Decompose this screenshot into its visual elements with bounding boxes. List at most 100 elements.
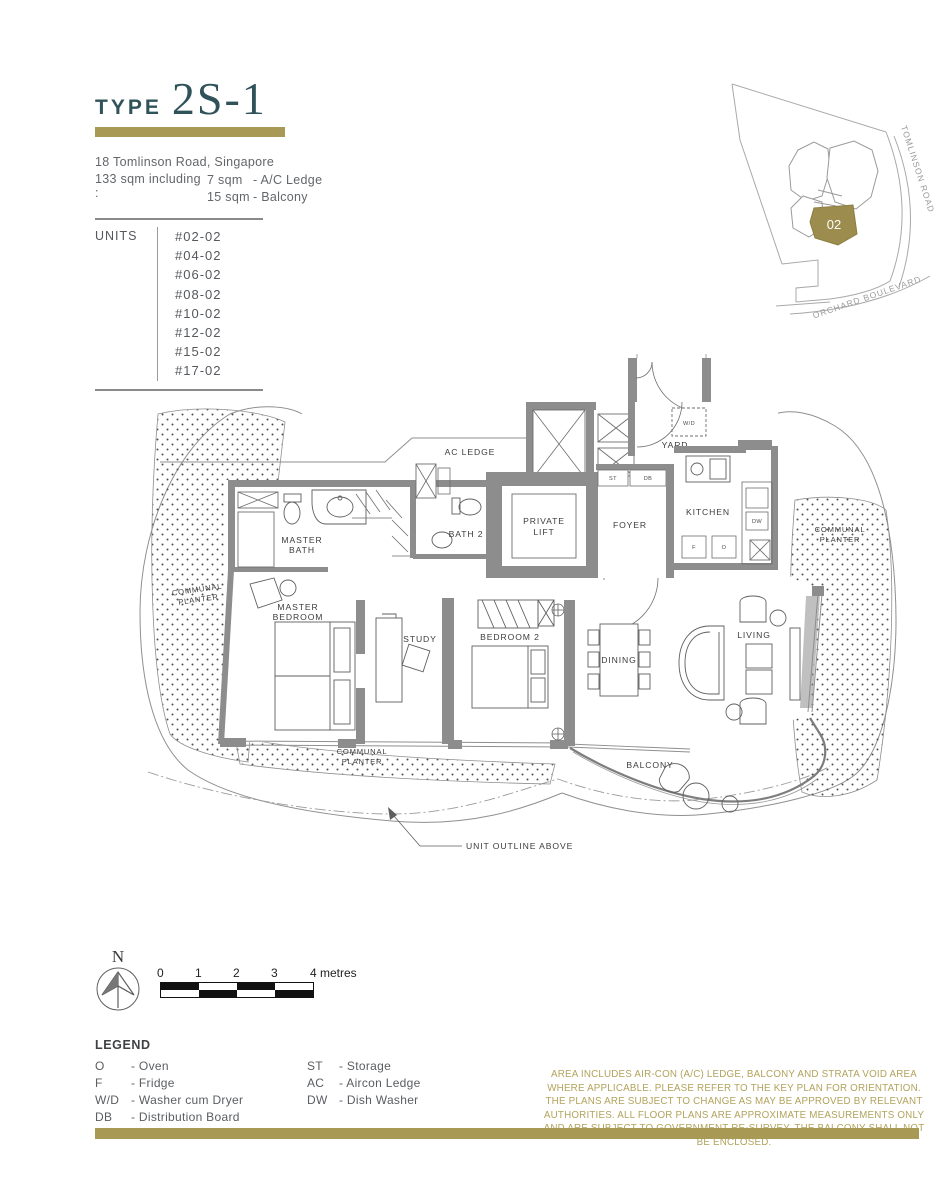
road-label-orchard: ORCHARD BOULEVARD (811, 274, 922, 318)
svg-text:ST: ST (609, 476, 617, 482)
kitchen-sink (745, 487, 769, 509)
area-item-ac-ledge: 7 sqm - A/C Ledge (207, 173, 323, 187)
area-items: 7 sqm - A/C Ledge 15 sqm - Balcony (207, 172, 322, 206)
hall-closet-hatching (352, 489, 410, 557)
scale-strip (160, 982, 314, 998)
north-compass: N (96, 948, 140, 1011)
vanity (311, 489, 367, 525)
svg-text:F: F (692, 545, 696, 551)
yard-door-arc (636, 401, 683, 448)
north-label: N (112, 948, 124, 966)
unit-number: #12-02 (175, 325, 222, 341)
kitchen: DW F O KITCHEN (674, 446, 778, 570)
exterior-walls (218, 570, 824, 753)
master-bedroom: MASTER BEDROOM (249, 577, 365, 744)
dining: DINING (587, 623, 651, 697)
unit-outline-above-line (147, 765, 831, 815)
bed-2 (471, 645, 549, 709)
unit-outline-annotation: UNIT OUTLINE ABOVE (388, 807, 572, 851)
svg-text:MASTER: MASTER (281, 535, 322, 545)
toilet-2 (451, 497, 482, 516)
scale-unit-label: 4 metres (310, 966, 357, 980)
svg-text:BATH: BATH (289, 545, 315, 555)
legend-column-1: O- Oven F- Fridge W/D- Washer cum Dryer … (95, 1059, 244, 1124)
svg-text:COMMUNAL: COMMUNAL (337, 747, 388, 756)
address-line: 18 Tomlinson Road, Singapore (95, 155, 275, 169)
legend: LEGEND O- Oven F- Fridge W/D- Washer cum… (95, 1038, 525, 1126)
tv-console (789, 627, 801, 701)
oven (711, 535, 737, 559)
type-code: 2S-1 (171, 73, 267, 124)
svg-text:FOYER: FOYER (613, 520, 647, 530)
svg-text:BALCONY: BALCONY (626, 760, 673, 770)
fridge (681, 535, 707, 559)
type-label: TYPE (95, 96, 162, 119)
armchair-bottom (739, 697, 767, 725)
legend-title: LEGEND (95, 1038, 151, 1052)
master-bath: MASTER BATH (228, 480, 490, 572)
sofa (678, 625, 725, 701)
north-arrow-icon (101, 970, 135, 1008)
svg-text:DW: DW (752, 519, 762, 525)
balcony-furniture (658, 763, 739, 813)
svg-text:AC LEDGE: AC LEDGE (445, 447, 496, 457)
balcony: BALCONY (569, 717, 827, 813)
lift-shaft (526, 402, 596, 480)
armchair-top (739, 595, 767, 623)
living: LIVING (678, 595, 801, 725)
highlighted-unit: 02 (809, 204, 858, 246)
basin-2 (431, 531, 453, 549)
svg-text:PLANTER: PLANTER (342, 757, 383, 766)
svg-text:STUDY: STUDY (403, 634, 437, 644)
units-list: #02-02 #04-02 #06-02 #08-02 #10-02 #12-0… (158, 227, 221, 381)
study-desk (375, 613, 403, 703)
wardrobe (477, 599, 555, 629)
unit-number: #04-02 (175, 248, 222, 264)
section-markers (551, 603, 565, 741)
building-footprints (788, 140, 879, 238)
storage-box (597, 469, 629, 487)
study-chair (401, 643, 431, 673)
units-header: UNITS (95, 229, 138, 243)
unit-number: #17-02 (175, 363, 222, 379)
bath-2: BATH 2 (410, 463, 490, 559)
yard: W/D YARD (628, 400, 772, 456)
planter-label-right: COMMUNAL PLANTER (815, 525, 866, 544)
area-prefix: 133 sqm including : (95, 172, 201, 200)
units-table: UNITS #02-02 #04-02 #06-02 #08-02 #10-02… (95, 218, 263, 391)
dishwasher (745, 511, 769, 531)
page-title: TYPE 2S-1 (95, 72, 267, 125)
scale-tick-labels: 0 1 2 3 4 metres (157, 966, 357, 980)
entry-door-leaf (635, 361, 653, 379)
svg-text:PLANTER: PLANTER (820, 535, 861, 544)
svg-text:PRIVATE: PRIVATE (523, 516, 565, 526)
unit-number: #10-02 (175, 305, 222, 321)
area-summary: 133 sqm including : 7 sqm - A/C Ledge 15… (95, 172, 322, 206)
footer-gold-bar (95, 1128, 919, 1139)
svg-text:COMMUNAL: COMMUNAL (815, 525, 866, 534)
key-plan: 02 TOMLINSON ROAD ORCHARD BOULEVARD (731, 83, 937, 318)
svg-text:LIFT: LIFT (533, 527, 554, 537)
svg-text:DB: DB (644, 476, 653, 482)
bedroom-chair (249, 577, 297, 609)
toilet (283, 493, 302, 525)
svg-text:BEDROOM: BEDROOM (273, 612, 324, 622)
private-lift: PRIVATE LIFT (486, 472, 598, 578)
master-bed (274, 621, 356, 731)
svg-text:BEDROOM 2: BEDROOM 2 (480, 632, 540, 642)
svg-text:BATH 2: BATH 2 (449, 529, 484, 539)
study: STUDY (375, 613, 437, 703)
svg-text:YARD: YARD (662, 440, 689, 450)
floor-plan-drawing: COMMUNAL PLANTER COMMUNAL PLANTER COMMUN… (139, 354, 897, 851)
bedroom-2: BEDROOM 2 (471, 599, 575, 746)
shower (237, 511, 275, 568)
area-item-balcony: 15 sqm - Balcony (207, 190, 308, 204)
units-divider (157, 227, 158, 381)
planter-label-bottom: COMMUNAL PLANTER (337, 747, 388, 766)
legend-column-2: ST- Storage AC- Aircon Ledge DW- Dish Wa… (307, 1059, 421, 1107)
unit-number: #08-02 (175, 286, 222, 302)
svg-text:KITCHEN: KITCHEN (686, 507, 730, 517)
foyer: ST DB FOYER (596, 464, 674, 633)
side-table (769, 609, 787, 627)
